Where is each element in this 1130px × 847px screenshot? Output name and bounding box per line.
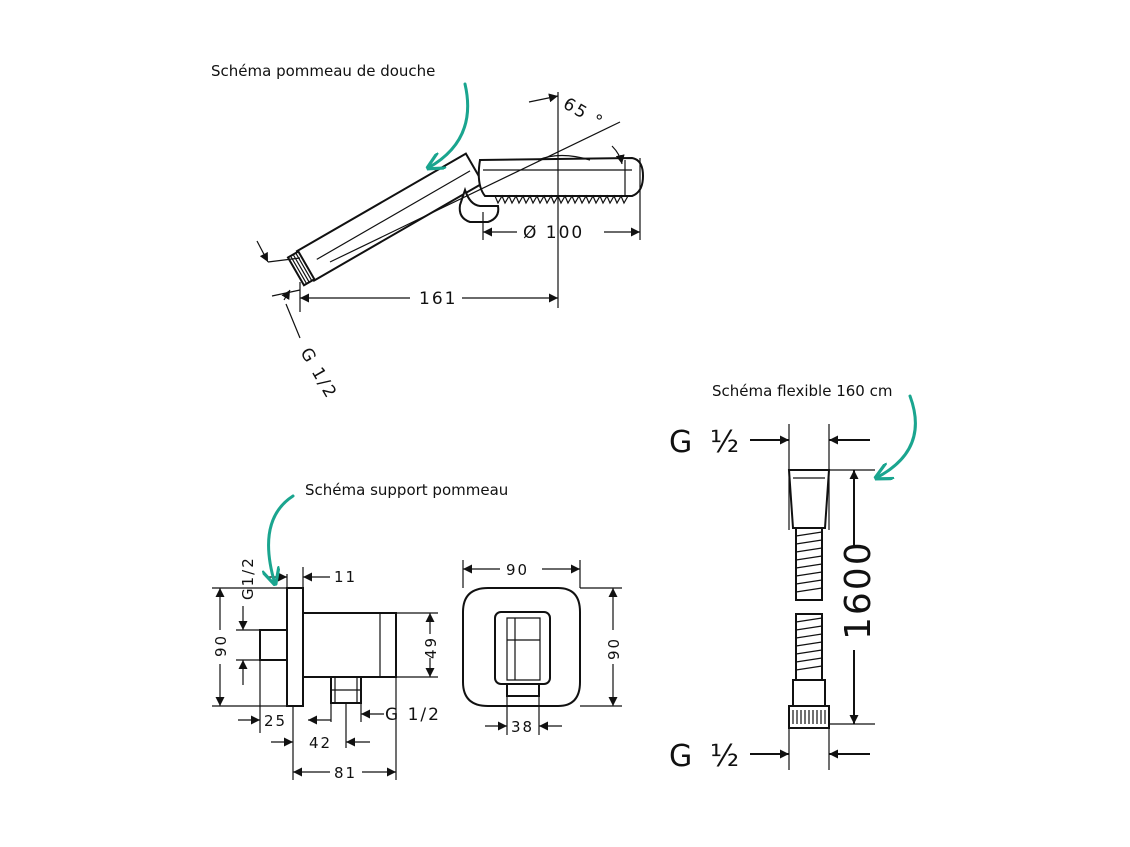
outlet-width-label: 38	[511, 718, 534, 736]
spray-nozzles	[494, 194, 629, 205]
length-label: 161	[419, 289, 457, 309]
shower-head-pointer-arrow	[428, 82, 470, 168]
front-cradle	[494, 611, 551, 685]
offset-label: 11	[334, 568, 357, 586]
shower-head-drawing: 65 ° Ø 100 161 G 1/2	[256, 92, 645, 403]
depth-mid-label: 42	[309, 734, 332, 752]
bottom-thread-g: G	[669, 739, 692, 774]
top-thread-half: ½	[710, 425, 739, 460]
thread-label: G 1/2	[296, 345, 341, 403]
holder-caption: Schéma support pommeau	[305, 481, 509, 499]
holder-height-label: 90	[212, 634, 230, 657]
hose-drawing: G ½ G ½ 1600	[669, 424, 879, 774]
angle-label: 65 °	[560, 94, 608, 133]
shower-head-caption: Schéma pommeau de douche	[211, 62, 436, 80]
front-width-label: 90	[506, 561, 529, 579]
hose-bottom-fitting	[792, 679, 826, 707]
bottom-thread-half: ½	[710, 739, 739, 774]
outlet-thread-label: G 1/2	[385, 705, 441, 725]
outlet-offset-label: 25	[264, 712, 287, 730]
inlet-thread-label: G1/2	[239, 556, 257, 600]
hose-length-label: 1600	[838, 540, 879, 640]
hose-caption: Schéma flexible 160 cm	[712, 382, 893, 400]
front-height-label: 90	[605, 637, 623, 660]
holder-side-drawing: 11 G1/2 90 49 25 G 1/2	[212, 556, 441, 782]
holder-pointer-arrow	[269, 494, 295, 584]
front-outlet	[506, 683, 540, 697]
wall-plate	[286, 587, 304, 707]
head-collar	[458, 186, 500, 223]
holder-front-drawing: 90 90 38	[462, 560, 623, 736]
diameter-label: Ø 100	[523, 223, 584, 243]
depth-total-label: 81	[334, 764, 357, 782]
holder-body	[302, 612, 397, 678]
connector-height-label: 49	[422, 636, 440, 659]
head-outline	[477, 156, 645, 197]
hose-pointer-arrow	[876, 394, 917, 478]
inlet-thread	[259, 629, 288, 661]
hose-top-cone	[787, 469, 831, 529]
top-thread-g: G	[669, 425, 692, 460]
